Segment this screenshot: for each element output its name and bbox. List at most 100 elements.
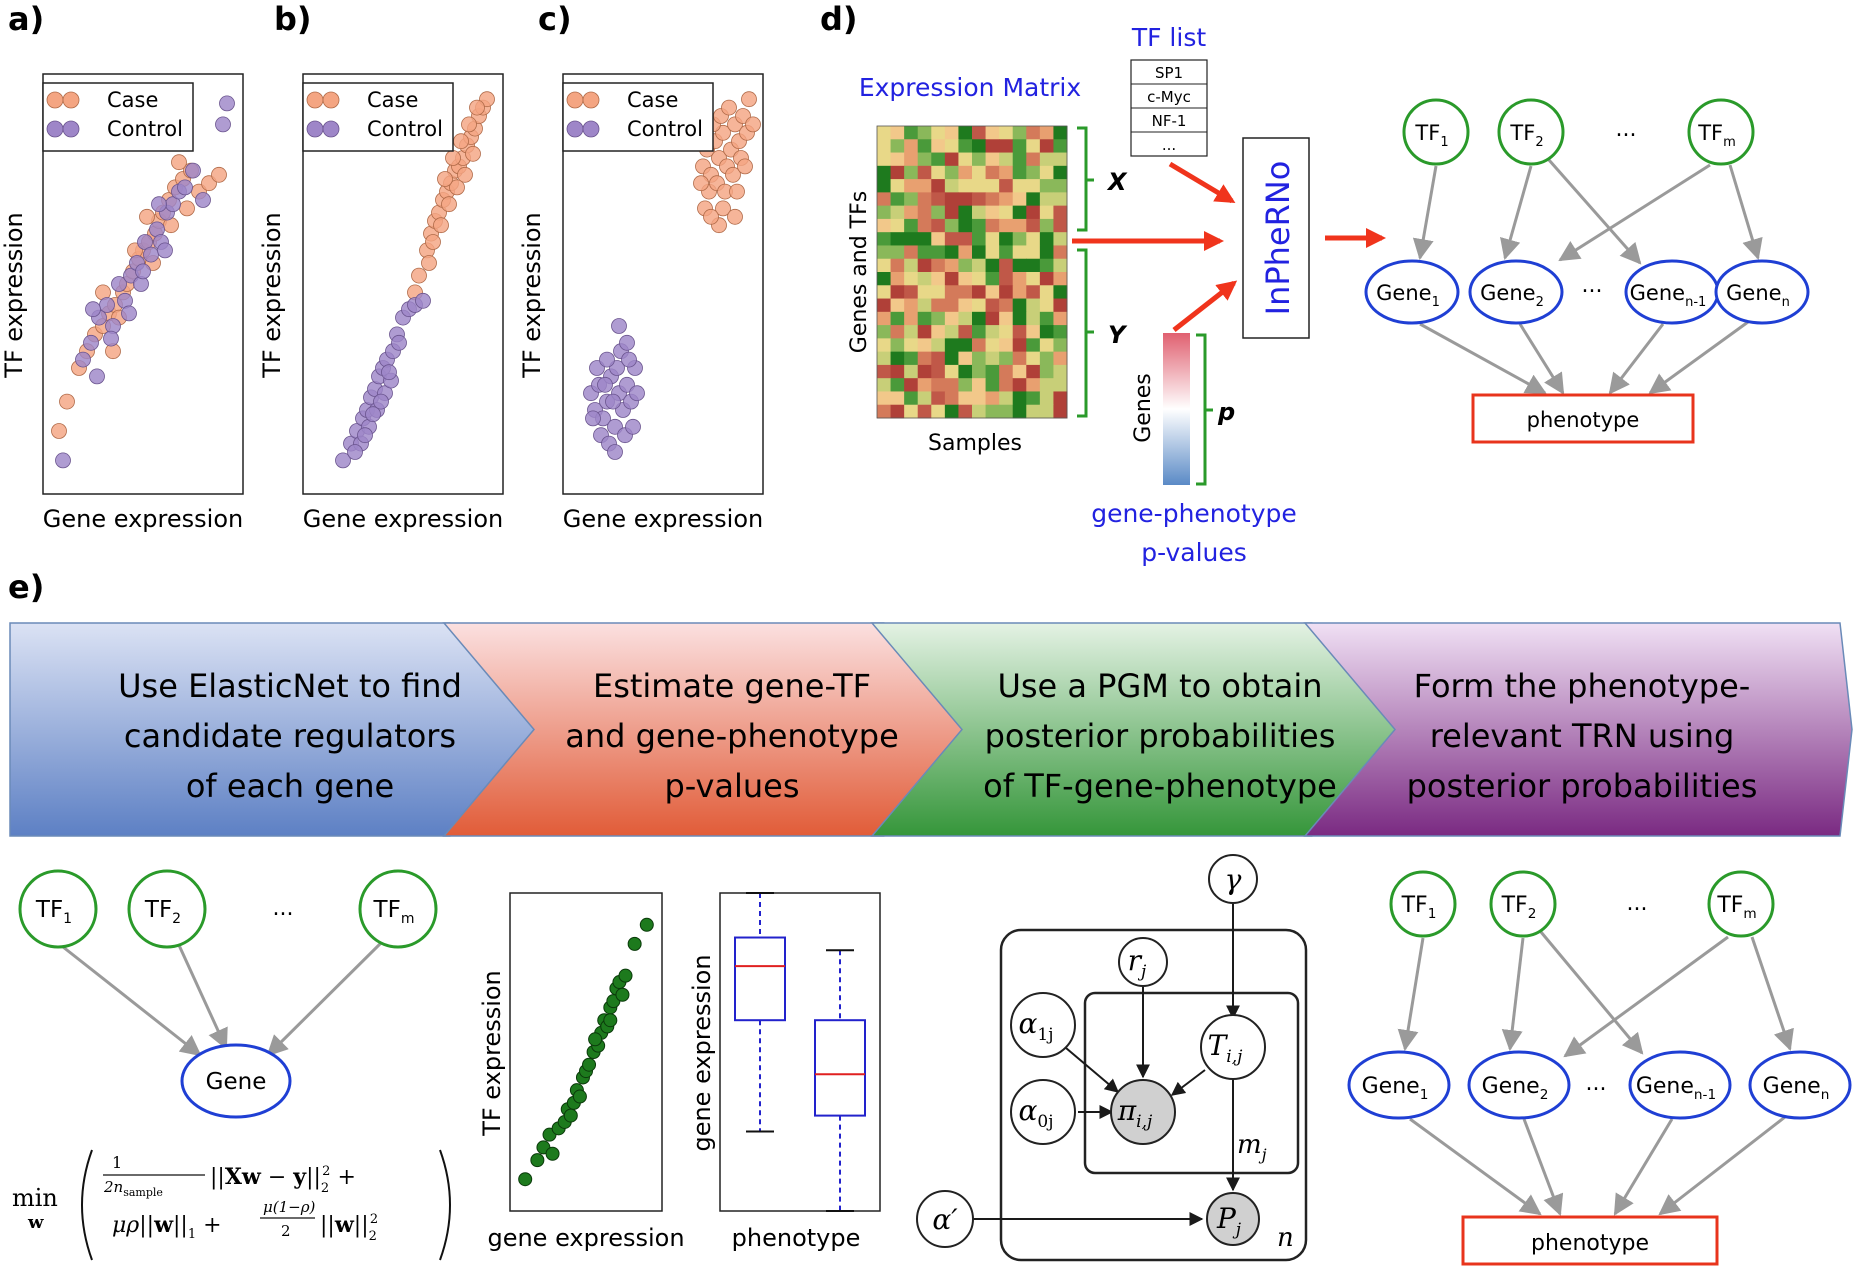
heatmap-cell — [972, 351, 987, 366]
heatmap-cell — [890, 391, 905, 406]
heatmap-cell — [904, 165, 919, 180]
heatmap-cell — [890, 152, 905, 167]
heatmap-cell — [904, 325, 919, 339]
gene-label: Gene1 — [1376, 281, 1440, 310]
case-point — [457, 166, 473, 183]
heatmap-cell — [958, 205, 973, 220]
heatmap-cell — [917, 205, 932, 220]
tf-node — [1402, 98, 1470, 166]
heatmap-cell — [999, 351, 1014, 366]
cols-label: Samples — [928, 431, 1022, 456]
scatter-plot-a: Case Control Gene expression TF expressi… — [0, 73, 244, 533]
heatmap-cell — [1026, 272, 1041, 286]
heatmap-cell — [972, 258, 987, 273]
heatmap-cell — [1012, 205, 1027, 220]
heatmap-cell — [904, 232, 919, 246]
heatmap-cell — [931, 338, 946, 353]
heatmap-cell — [931, 272, 946, 286]
heatmap-cell — [958, 364, 973, 379]
ellipsis: ... — [1582, 273, 1603, 298]
heatmap-cell — [985, 272, 1000, 286]
heatmap-cell — [958, 311, 973, 326]
case-point — [445, 150, 461, 166]
heatmap-cell — [1026, 378, 1041, 392]
node-P-label: Pj — [1216, 1202, 1242, 1240]
case-point — [465, 145, 481, 162]
heatmap-cell — [890, 258, 905, 273]
gene-label: Gene — [206, 1069, 267, 1095]
network-edge — [1613, 1118, 1674, 1216]
network-edge — [1750, 936, 1794, 1051]
control-point — [75, 351, 91, 368]
heatmap-cell — [999, 205, 1014, 220]
control-point — [599, 351, 615, 368]
heatmap-cell — [917, 285, 932, 300]
heatmap-cell — [877, 351, 892, 366]
ellipsis: ... — [1586, 1071, 1607, 1096]
heatmap-cell — [877, 258, 892, 273]
heatmap-cell — [931, 364, 946, 379]
step-2-text-line: and gene-phenotype — [565, 717, 899, 755]
case-point — [741, 91, 757, 108]
heatmap-cell — [1053, 179, 1068, 193]
plate-m — [1083, 991, 1300, 1175]
heatmap-cell — [1053, 192, 1068, 207]
heatmap-cell — [904, 351, 919, 366]
heatmap-cell — [1026, 245, 1041, 260]
heatmap-cell — [985, 152, 1000, 167]
scatter-point — [588, 1032, 603, 1047]
control-point — [99, 297, 115, 313]
heatmap-cell — [985, 139, 1000, 154]
heatmap-cell — [931, 126, 946, 140]
heatmap-cell — [931, 378, 946, 392]
tf-list-table: SP1 c-Myc NF-1 ... — [1130, 59, 1208, 157]
heatmap-cell — [890, 298, 905, 313]
heatmap-cell — [972, 404, 987, 419]
heatmap-cell — [904, 298, 919, 313]
control-point — [597, 376, 613, 393]
node-alpha1 — [1010, 992, 1076, 1058]
heatmap-cell — [1039, 245, 1054, 260]
control-point — [111, 276, 127, 292]
heatmap-cell — [999, 391, 1014, 406]
network-edge — [1563, 935, 1729, 1058]
heatmap-cell — [985, 165, 1000, 180]
heatmap-cell — [931, 205, 946, 220]
heatmap-cell — [877, 245, 892, 260]
case-point — [51, 423, 67, 439]
panel-label-c: c) — [538, 0, 572, 38]
tf-node — [18, 869, 98, 949]
heatmap-cell — [904, 391, 919, 406]
case-point — [425, 234, 441, 250]
case-point — [721, 99, 737, 116]
heatmap-cell — [985, 205, 1000, 220]
heatmap-cell — [1026, 285, 1041, 300]
heatmap-cell — [904, 179, 919, 193]
scatter-point — [572, 1089, 587, 1104]
heatmap-cell — [972, 285, 987, 300]
heatmap-cell — [1053, 232, 1068, 246]
heatmap-cell — [985, 218, 1000, 233]
scatter-point — [618, 968, 633, 983]
heatmap-cell — [1039, 364, 1054, 379]
heatmap-cell — [944, 298, 959, 313]
heatmap-cell — [944, 245, 959, 260]
step-3-text-line: of TF-gene-phenotype — [983, 767, 1337, 805]
heatmap-cell — [877, 126, 892, 140]
case-point — [139, 208, 155, 225]
heatmap-cell — [1012, 218, 1027, 233]
heatmap-cell — [890, 351, 905, 366]
heatmap-cell — [1053, 285, 1068, 300]
heatmap-cell — [931, 351, 946, 366]
control-point — [391, 334, 407, 351]
heatmap-cell — [958, 152, 973, 167]
legend: Case Control — [42, 82, 194, 152]
heatmap-cell — [917, 179, 932, 193]
expression-matrix-heatmap — [877, 126, 1068, 419]
heatmap-cell — [917, 298, 932, 313]
ellipsis: ... — [1627, 891, 1648, 916]
heatmap-cell — [890, 192, 905, 207]
heatmap-cell — [972, 311, 987, 326]
heatmap-cell — [1039, 351, 1054, 366]
